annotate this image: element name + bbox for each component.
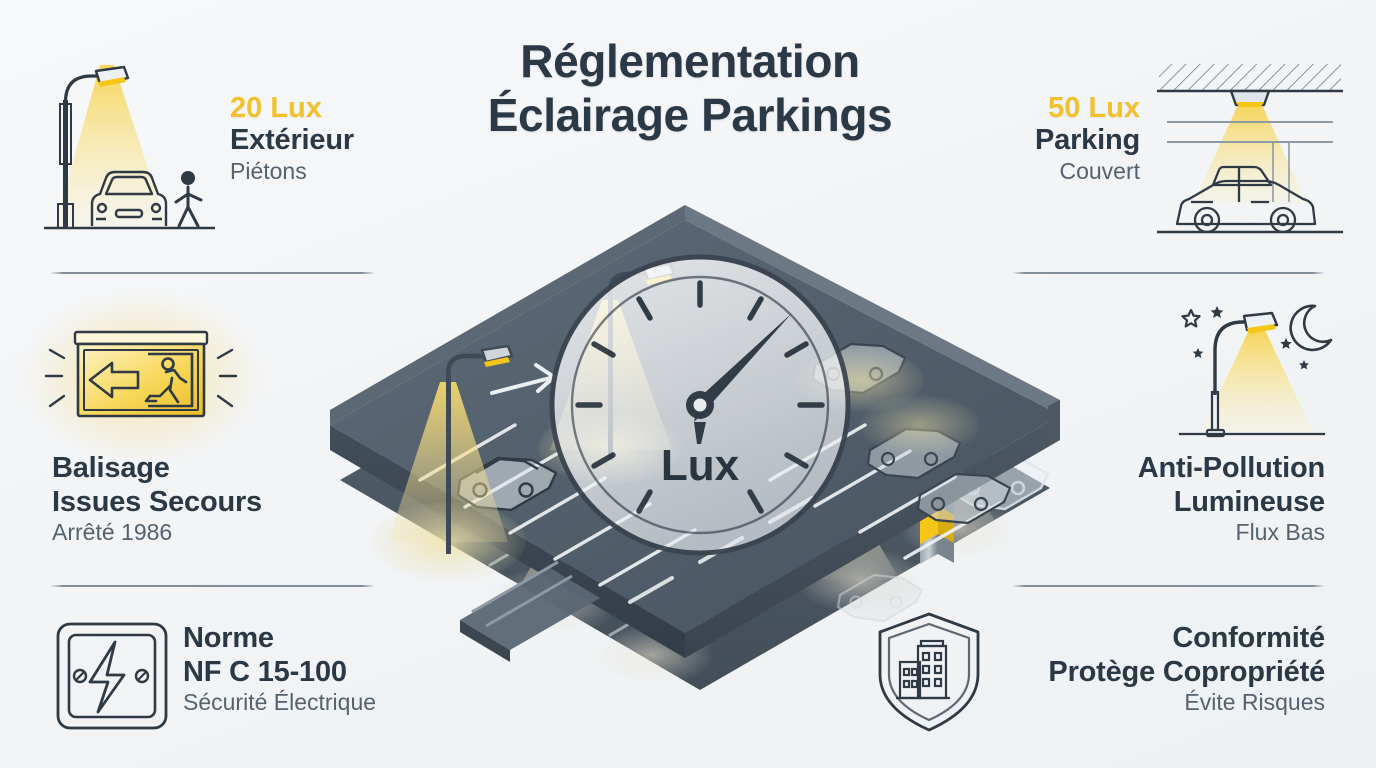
- block-conformite: Conformité Protège Copropriété Évite Ris…: [960, 622, 1325, 717]
- exterieur-lux-value: 20 Lux: [230, 92, 322, 124]
- lux-gauge: Lux: [549, 254, 851, 556]
- pollution-sub: Flux Bas: [1235, 519, 1325, 546]
- norme-heading-1: Norme: [183, 622, 274, 654]
- title-line-2: Éclairage Parkings: [487, 89, 893, 142]
- block-norme: Norme NF C 15-100 Sécurité Électrique: [183, 622, 483, 717]
- exterieur-sub: Piétons: [230, 158, 307, 185]
- balisage-heading-1: Balisage: [52, 452, 170, 484]
- couvert-heading: Parking: [1035, 124, 1140, 157]
- divider-left-bottom: [50, 585, 375, 587]
- night-street-lamp-moon-stars-icon: [1165, 292, 1350, 447]
- balisage-sub: Arrêté 1986: [52, 519, 173, 546]
- divider-left-top: [50, 272, 375, 274]
- emergency-exit-sign-icon: [42, 312, 242, 440]
- balisage-heading-2: Issues Secours: [52, 485, 262, 518]
- block-exterieur: 20 Lux Extérieur Piétons: [230, 92, 430, 186]
- gauge-label: Lux: [661, 441, 740, 490]
- page-title: Réglementation Éclairage Parkings: [380, 34, 1000, 143]
- pollution-heading-1: Anti-Pollution: [1137, 452, 1325, 484]
- norme-heading-2: NF C 15-100: [183, 655, 347, 688]
- conformite-heading-2: Protège Copropriété: [1048, 655, 1325, 688]
- pollution-heading-2: Lumineuse: [1173, 485, 1325, 518]
- title-line-1: Réglementation: [520, 35, 860, 87]
- couvert-lux-value: 50 Lux: [1048, 92, 1140, 124]
- isometric-parking-illustration: Lux: [300, 150, 1090, 710]
- shield-buildings-icon: [872, 608, 987, 736]
- block-balisage: Balisage Issues Secours Arrêté 1986: [52, 452, 382, 547]
- norme-sub: Sécurité Électrique: [183, 689, 377, 716]
- street-lamp-pedestrian-car-icon: [42, 38, 217, 238]
- conformite-heading-1: Conformité: [1172, 622, 1325, 654]
- divider-right-bottom: [1012, 585, 1325, 587]
- electrical-panel-bolt-icon: [52, 618, 177, 738]
- block-parking-couvert: 50 Lux Parking Couvert: [960, 92, 1140, 186]
- exterieur-heading: Extérieur: [230, 124, 354, 157]
- deck-lamp-a: [388, 344, 514, 554]
- divider-right-top: [1012, 272, 1325, 274]
- couvert-sub: Couvert: [1059, 158, 1140, 185]
- block-anti-pollution: Anti-Pollution Lumineuse Flux Bas: [1000, 452, 1325, 547]
- conformite-sub: Évite Risques: [1184, 689, 1325, 716]
- ceiling-downlight-car-icon: [1155, 52, 1345, 242]
